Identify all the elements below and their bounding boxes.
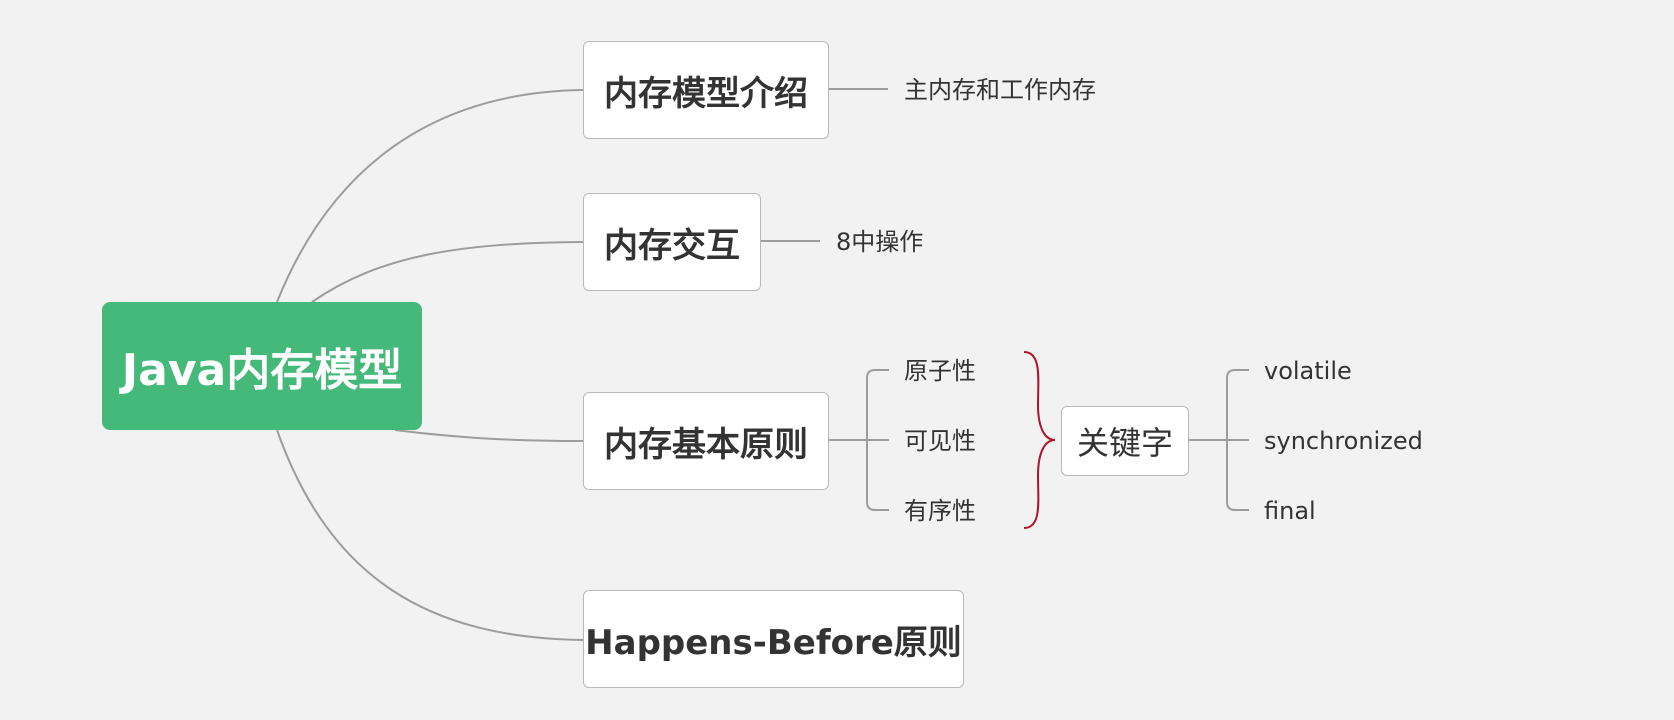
topic-label: 内存基本原则: [604, 424, 808, 465]
subtopic-ordering[interactable]: 有序性: [904, 497, 976, 525]
subtopic-atomicity[interactable]: 原子性: [904, 357, 976, 385]
subtopic-synchronized[interactable]: synchronized: [1264, 427, 1423, 455]
connector-keyword-children: [1189, 369, 1249, 511]
subtopic-visibility[interactable]: 可见性: [904, 427, 976, 455]
connector-root-intro: [276, 89, 584, 303]
topic-memory-interaction[interactable]: 内存交互: [583, 193, 761, 291]
connector-root-interaction: [311, 241, 584, 303]
root-topic-java-memory-model[interactable]: Java内存模型: [102, 302, 422, 430]
connector-root-principles: [394, 429, 584, 442]
root-topic-label: Java内存模型: [121, 345, 403, 396]
connector-root-happens-before: [276, 429, 584, 641]
topic-label: 内存模型介绍: [604, 73, 808, 114]
connector-principles-children: [829, 369, 889, 511]
subtopic-final[interactable]: final: [1264, 497, 1316, 525]
topic-memory-principles[interactable]: 内存基本原则: [583, 392, 829, 490]
topic-happens-before[interactable]: Happens-Before原则: [583, 590, 964, 688]
topic-memory-model-intro[interactable]: 内存模型介绍: [583, 41, 829, 139]
topic-label: 内存交互: [604, 225, 740, 266]
summary-brace: [1023, 351, 1056, 529]
summary-topic-keywords[interactable]: 关键字: [1061, 406, 1189, 476]
subtopic-volatile[interactable]: volatile: [1264, 357, 1352, 385]
summary-topic-label: 关键字: [1076, 424, 1173, 462]
subtopic-main-and-working-memory[interactable]: 主内存和工作内存: [904, 76, 1096, 104]
subtopic-eight-operations[interactable]: 8中操作: [836, 228, 924, 256]
topic-label: Happens-Before原则: [585, 622, 962, 663]
